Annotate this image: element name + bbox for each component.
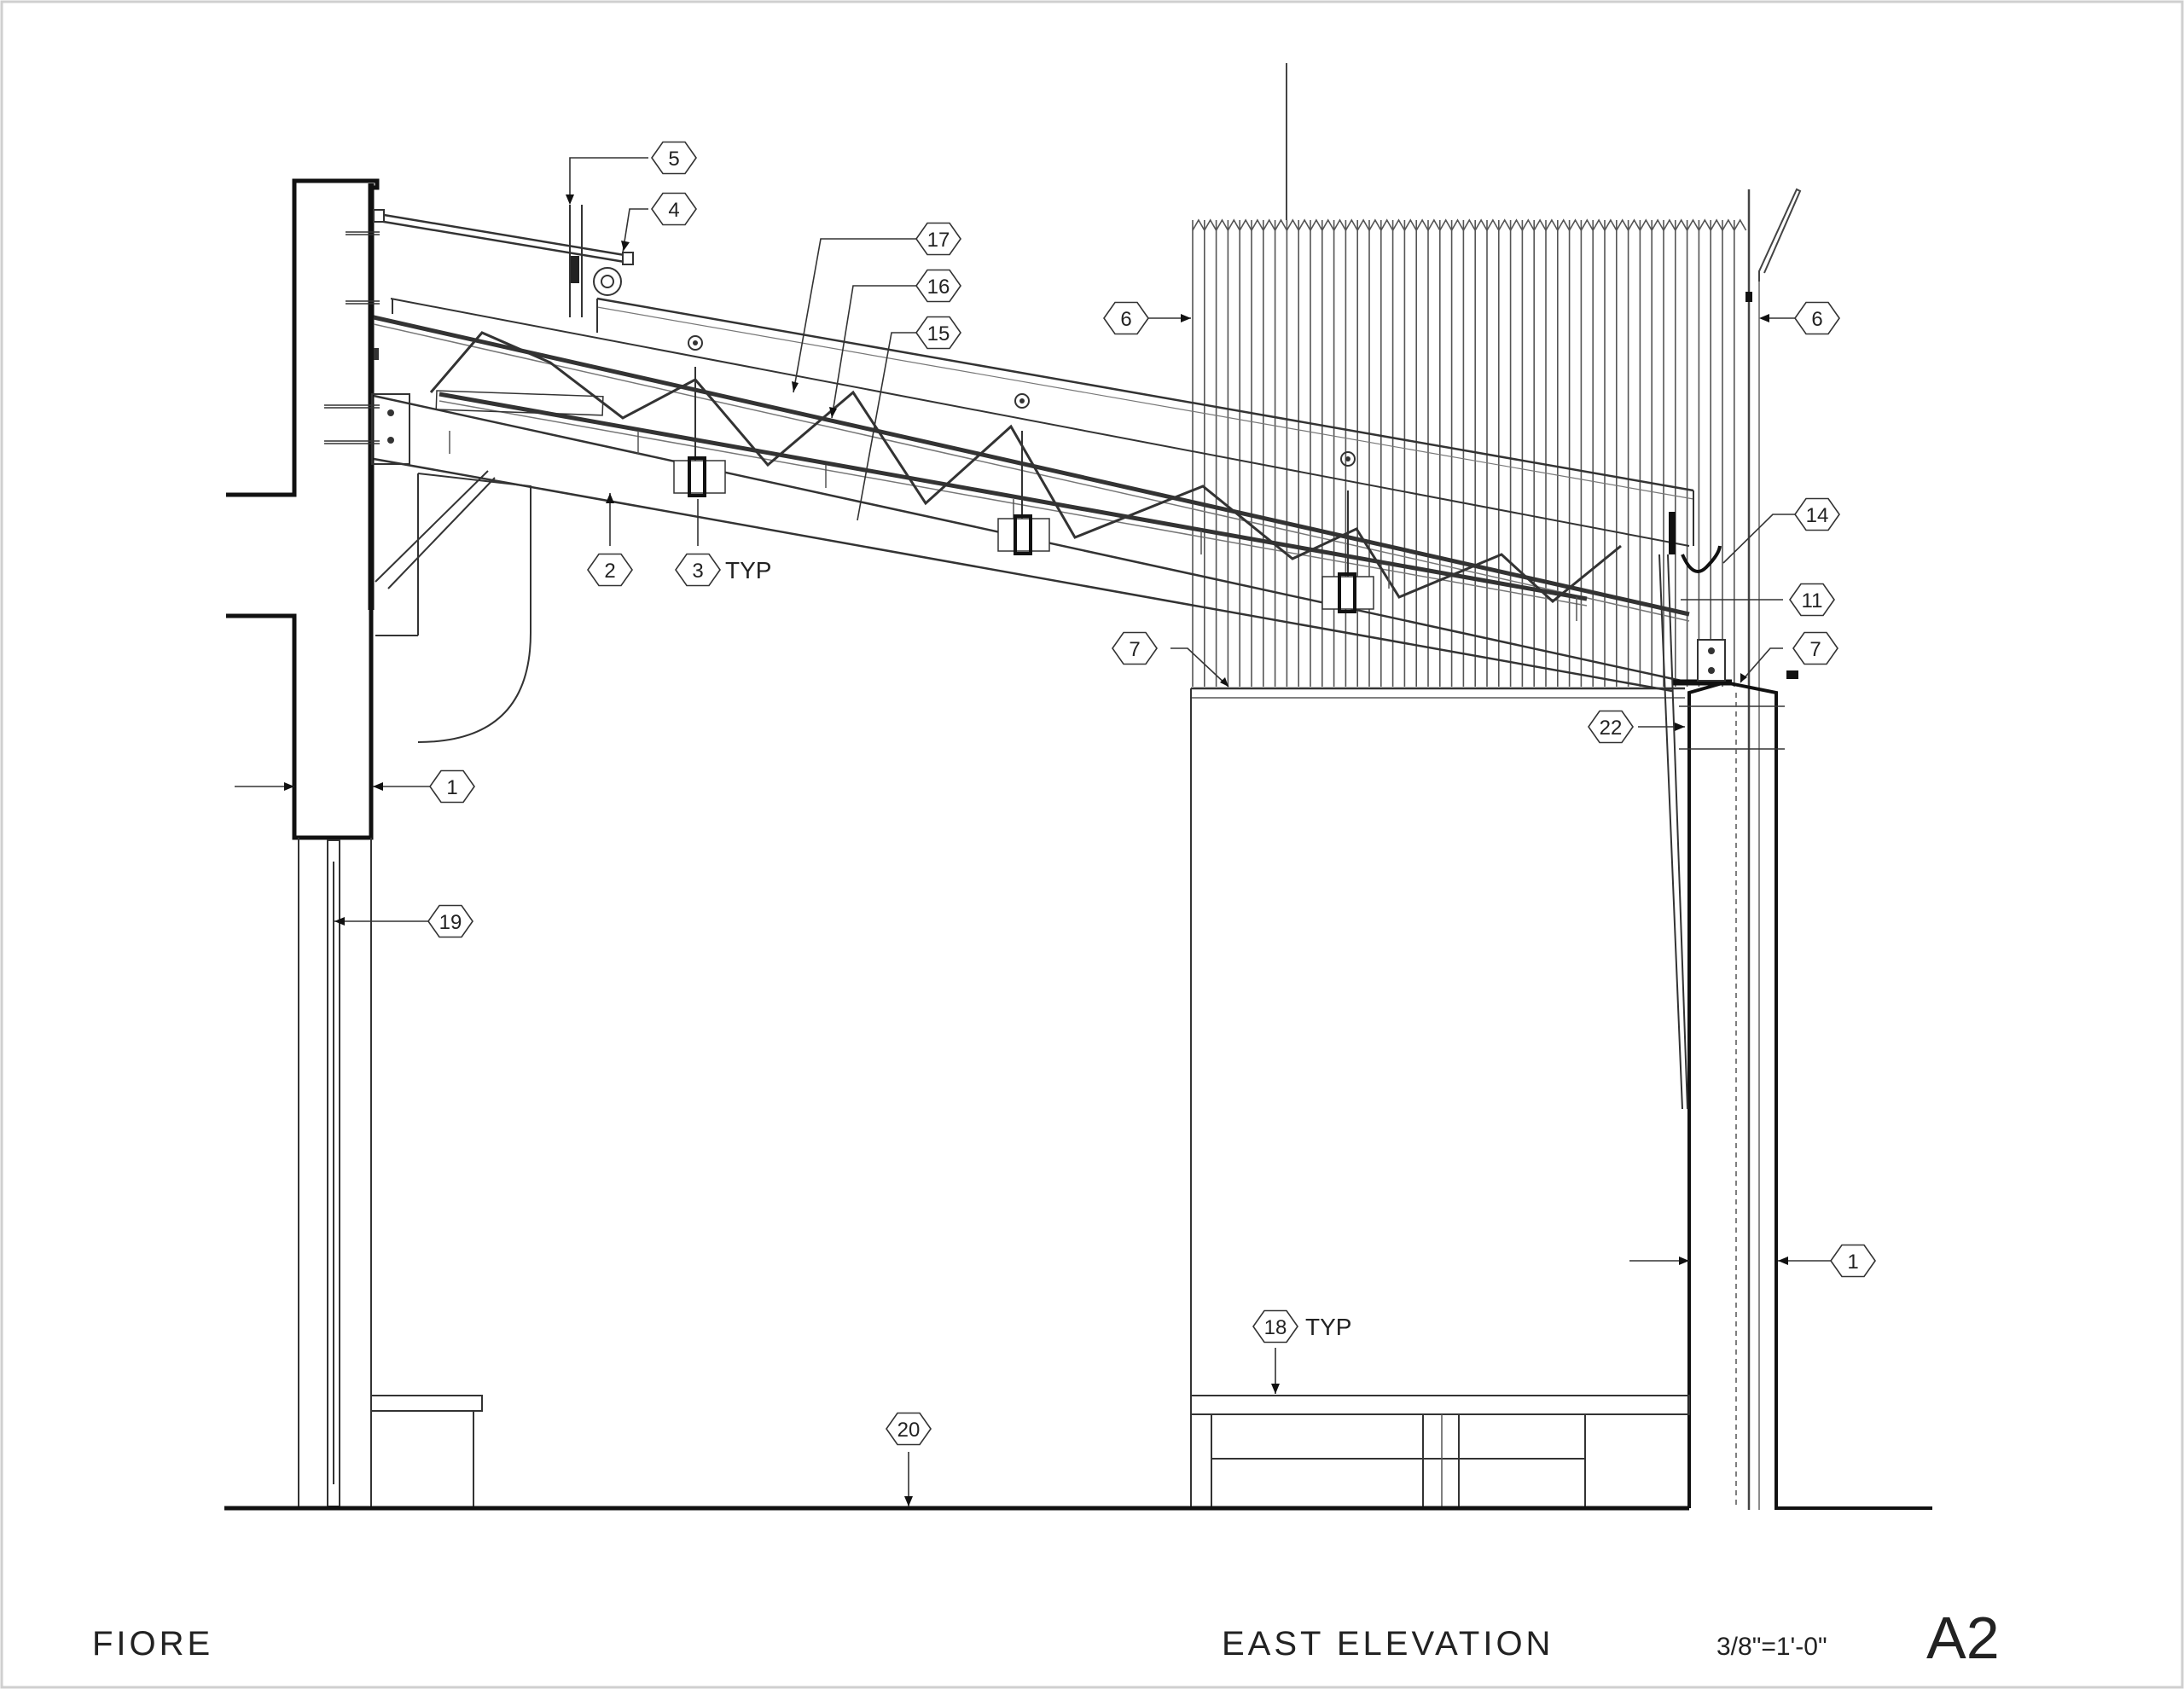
roof-panel-top xyxy=(596,297,1694,492)
keynote-label: 14 xyxy=(1806,504,1829,527)
keynote-label: 11 xyxy=(1802,589,1823,612)
keynote-tag-kn-19: 19 xyxy=(427,904,473,938)
keynote-tag-kn-6b: 6 xyxy=(1794,301,1840,335)
keynote-label: 20 xyxy=(897,1419,921,1442)
truss-top-chord xyxy=(373,315,1690,617)
soffit-curve xyxy=(417,473,531,743)
keynote-label: 7 xyxy=(1809,638,1821,661)
keynote-tag-kn-20: 20 xyxy=(886,1412,932,1446)
right-wall-outline xyxy=(1687,680,1932,1510)
keynote-tag-kn-16: 16 xyxy=(915,269,961,303)
keynote-label: 1 xyxy=(446,776,457,799)
connection-plate xyxy=(1321,572,1374,613)
keynote-tag-kn-3: 3 xyxy=(675,553,721,587)
keynote-tag-kn-14: 14 xyxy=(1794,497,1840,531)
keynote-label: 7 xyxy=(1129,638,1140,661)
keynote-tag-kn-18: 18 xyxy=(1252,1309,1298,1344)
keynote-label: 3 xyxy=(692,560,703,583)
truss-web xyxy=(429,331,1622,603)
bench-right xyxy=(1190,1395,1690,1415)
project-name: FIORE xyxy=(92,1625,213,1663)
connection-plate xyxy=(997,514,1050,555)
keynote-tag-kn-11: 11 xyxy=(1789,583,1835,617)
keynote-label: 5 xyxy=(668,148,679,171)
keynote-tag-kn-7b: 7 xyxy=(1792,631,1838,665)
keynote-label: 4 xyxy=(668,199,679,222)
bench-left xyxy=(370,1395,483,1412)
keynote-tag-kn-22: 22 xyxy=(1588,710,1634,744)
keynote-label: 18 xyxy=(1264,1316,1287,1339)
keynote-label: 17 xyxy=(927,229,950,252)
keynote-label: 2 xyxy=(604,560,615,583)
keynote-tag-kn-6a: 6 xyxy=(1103,301,1149,335)
sheet-number: A2 xyxy=(1926,1605,2000,1671)
keynote-label: 22 xyxy=(1600,717,1623,740)
keynote-label: 15 xyxy=(927,322,950,345)
keynote-label: 6 xyxy=(1120,308,1131,331)
keynote-label: 19 xyxy=(439,911,462,934)
typ-note-3: TYP xyxy=(725,557,771,583)
keynote-label: 1 xyxy=(1847,1251,1858,1274)
keynote-tag-kn-5: 5 xyxy=(651,141,697,175)
keynote-tag-kn-2: 2 xyxy=(587,553,633,587)
keynote-tag-kn-1a: 1 xyxy=(429,769,475,804)
roof-beam-bottom xyxy=(373,457,1673,693)
keynote-tag-kn-17: 17 xyxy=(915,222,961,256)
keynote-label: 6 xyxy=(1811,308,1822,331)
drawing-title: EAST ELEVATION xyxy=(1222,1625,1554,1663)
keynote-tag-kn-4: 4 xyxy=(651,192,697,226)
truss-bottom-chord xyxy=(439,392,1588,601)
keynote-label: 16 xyxy=(927,276,950,299)
typ-note-18: TYP xyxy=(1305,1314,1351,1340)
drawing-scale: 3/8"=1'-0" xyxy=(1716,1633,1827,1661)
connection-plate xyxy=(673,456,726,497)
keynote-tag-kn-1b: 1 xyxy=(1830,1244,1876,1278)
keynote-tag-kn-7a: 7 xyxy=(1112,631,1158,665)
corrugated-screen xyxy=(1192,218,1747,687)
keynote-tag-kn-15: 15 xyxy=(915,316,961,350)
left-wall-outline xyxy=(226,178,380,840)
